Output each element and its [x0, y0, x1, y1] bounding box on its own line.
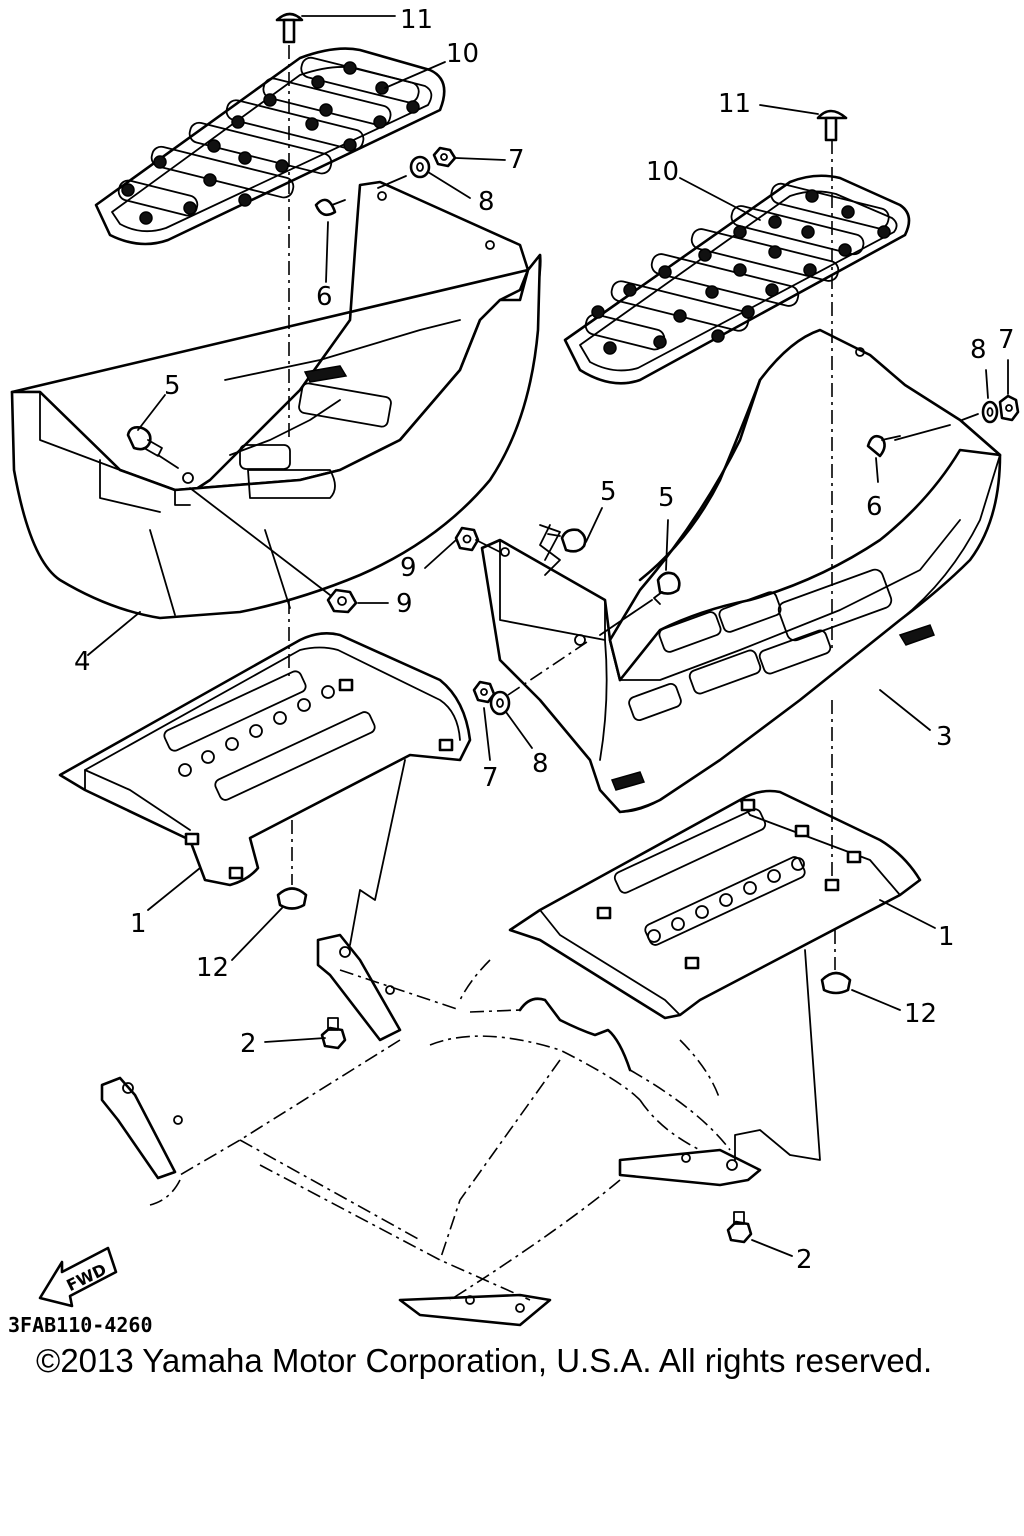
left-screw-5	[126, 426, 163, 457]
copyright-notice: ©2013 Yamaha Motor Corporation, U.S.A. A…	[36, 1342, 933, 1379]
callout-labels: 11 10 7 8 6 5 9 4 1 12 2 11 10 8 7 6 5 5…	[74, 5, 1015, 1275]
callout-12-right: 12	[904, 999, 937, 1029]
right-washer-8-upper	[981, 400, 999, 424]
right-nut-9	[454, 526, 480, 552]
right-footrest-guard	[480, 328, 1002, 814]
callout-3: 3	[936, 722, 953, 752]
left-washer-8	[409, 155, 431, 179]
right-footrest-board	[563, 174, 911, 385]
right-flange-nut-12	[820, 971, 852, 995]
callout-8-right: 8	[970, 335, 987, 365]
right-screw-5-upper	[547, 528, 587, 553]
fwd-arrow-icon: FWD	[38, 1246, 118, 1308]
left-flange-nut-12	[276, 887, 308, 910]
left-bolt-11	[275, 12, 396, 44]
callout-1-left: 1	[130, 909, 147, 939]
right-screw-5-lower	[653, 571, 681, 605]
callout-7-left: 7	[508, 145, 525, 175]
left-footrest-guard	[10, 180, 542, 620]
callout-10-right: 10	[646, 157, 679, 187]
callout-6-left: 6	[316, 282, 333, 312]
right-footrest-bracket	[508, 789, 922, 1020]
leader-lines	[87, 61, 1009, 1257]
right-board-treads	[584, 182, 891, 355]
callout-7-right: 7	[998, 325, 1015, 355]
right-washer-8-lower	[489, 690, 511, 716]
callout-11-left: 11	[400, 5, 433, 35]
callout-2-right: 2	[796, 1245, 813, 1275]
callout-1-right: 1	[938, 922, 955, 952]
callout-7-lower: 7	[482, 763, 499, 793]
callout-2-left: 2	[240, 1029, 257, 1059]
part-code: 3FAB110-4260	[8, 1313, 153, 1337]
left-board-treads	[117, 56, 420, 225]
right-screw-6	[866, 434, 901, 458]
right-nut-7-upper	[998, 394, 1020, 422]
callout-9-left: 9	[396, 589, 413, 619]
vehicle-frame	[100, 933, 762, 1327]
callout-8-left: 8	[478, 187, 495, 217]
right-nut-7-lower	[472, 680, 496, 704]
callout-8-lower: 8	[532, 749, 549, 779]
callout-11-right: 11	[718, 89, 751, 119]
left-footrest-bracket	[58, 632, 472, 887]
callout-5-right-a: 5	[600, 477, 617, 507]
callout-12-left: 12	[196, 953, 229, 983]
callout-4: 4	[74, 647, 91, 677]
left-screw-6	[314, 198, 346, 217]
left-nut-9	[326, 588, 358, 614]
left-nut-7	[432, 146, 457, 168]
left-frame-bolt-2	[320, 1017, 347, 1050]
callout-5-left: 5	[164, 371, 181, 401]
right-bolt-11	[759, 104, 848, 142]
assembly-lines	[157, 45, 979, 1161]
callout-9-right: 9	[400, 553, 417, 583]
right-frame-bolt-2	[726, 1211, 753, 1244]
callout-6-right: 6	[866, 492, 883, 522]
left-footrest-board	[94, 47, 446, 246]
callout-5-right-b: 5	[658, 483, 675, 513]
callout-10-left: 10	[446, 39, 479, 69]
